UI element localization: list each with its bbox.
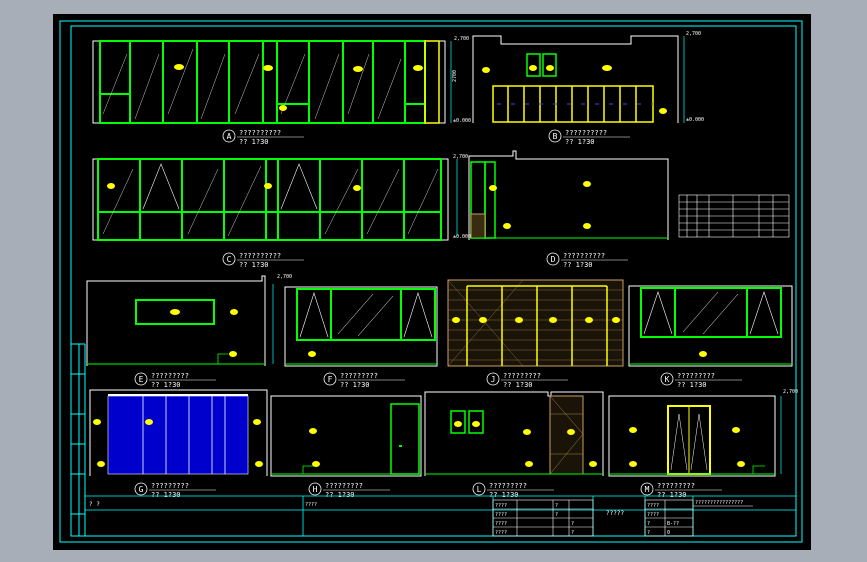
view-title: ?????????? xyxy=(239,252,281,260)
title-block-cell-text: ? xyxy=(571,521,574,527)
view-label-circle xyxy=(546,252,560,266)
title-block-cell-text: 0 xyxy=(667,530,670,536)
svg-text:±0.000: ±0.000 xyxy=(453,234,471,240)
view-label-letter: L xyxy=(477,485,482,494)
view-title: ?????????? xyxy=(563,252,605,260)
view-label-letter: G xyxy=(139,485,144,494)
title-block-cell-text: ???? xyxy=(495,521,507,527)
tb-left-label: ? ? xyxy=(89,501,100,508)
view-label-circle xyxy=(308,482,322,496)
title-block-cell-text: ? xyxy=(555,512,558,518)
view-scale: ?? 1?30 xyxy=(340,381,370,389)
view-title: ????????? xyxy=(677,372,715,380)
outer-border xyxy=(59,20,803,543)
elevation-F[interactable] xyxy=(284,286,438,367)
view-title: ????????? xyxy=(325,482,363,490)
view-label-letter: A xyxy=(227,132,232,141)
view-scale: ?? 1?30 xyxy=(239,138,269,146)
cad-drawing-canvas: 2,700 ±0.000 2700 2,700 ±0.000 xyxy=(59,20,803,543)
view-title: ????????? xyxy=(489,482,527,490)
title-block-cell-text: ???? xyxy=(495,512,507,518)
view-label-circle xyxy=(323,372,337,386)
dim-b-top: 2,700 xyxy=(686,31,701,37)
view-label-circle xyxy=(486,372,500,386)
svg-text:2,700: 2,700 xyxy=(453,154,468,160)
view-label-circle xyxy=(548,129,562,143)
view-title: ????????? xyxy=(503,372,541,380)
view-scale: ?? 1?30 xyxy=(503,381,533,389)
elevation-M[interactable]: 2,700 xyxy=(608,389,798,477)
view-label-circle xyxy=(222,129,236,143)
view-scale: ?? 1?30 xyxy=(151,381,181,389)
view-scale: ?? 1?30 xyxy=(489,491,519,499)
title-block-cell-text: ? xyxy=(571,530,574,536)
view-title: ????????? xyxy=(340,372,378,380)
view-label-circle xyxy=(472,482,486,496)
tb-right-long: ???????????????? xyxy=(695,500,743,506)
view-label-letter: D xyxy=(551,255,556,264)
tb-drawing-name: ????? xyxy=(606,510,624,517)
view-label-letter: M xyxy=(645,485,650,494)
title-block-cell-text: ? xyxy=(555,503,558,509)
view-scale: ?? 1?30 xyxy=(239,261,269,269)
view-label-letter: C xyxy=(227,255,232,264)
view-scale: ?? 1?30 xyxy=(677,381,707,389)
dim-b-bottom: ±0.000 xyxy=(686,117,704,123)
elevation-J[interactable] xyxy=(447,279,624,367)
elevation-G[interactable] xyxy=(89,389,268,476)
elevation-B[interactable]: 2,700 ±0.000 xyxy=(472,31,704,123)
svg-text:2,700: 2,700 xyxy=(277,274,292,280)
material-table xyxy=(678,194,790,238)
title-block-cell-text: ???? xyxy=(495,503,507,509)
view-scale: ?? 1?30 xyxy=(325,491,355,499)
dim-a-bottom: ±0.000 xyxy=(453,118,471,124)
view-title: ????????? xyxy=(151,482,189,490)
view-title: ?????????? xyxy=(565,129,607,137)
cad-viewport[interactable]: 2,700 ±0.000 2700 2,700 ±0.000 xyxy=(53,14,811,550)
view-scale: ?? 1?30 xyxy=(565,138,595,146)
view-label-circle xyxy=(134,372,148,386)
tb-mid-label: ???? xyxy=(305,502,317,508)
view-label-letter: B xyxy=(553,132,558,141)
view-label-letter: F xyxy=(328,375,333,384)
title-block xyxy=(85,495,796,536)
title-block-grid xyxy=(492,499,753,537)
dim-a-top: 2,700 xyxy=(454,36,469,42)
elevation-D[interactable]: 2,700 ±0.000 xyxy=(453,150,669,240)
view-label-letter: K xyxy=(665,375,670,384)
view-labels: A???????????? 1?30B???????????? 1?30C???… xyxy=(134,129,742,499)
elevation-L[interactable] xyxy=(424,391,604,476)
view-scale: ?? 1?30 xyxy=(151,491,181,499)
title-block-cell-text: ???? xyxy=(647,503,659,509)
view-label-circle xyxy=(222,252,236,266)
title-block-cell-text: B-?? xyxy=(667,521,679,527)
view-label-circle xyxy=(640,482,654,496)
title-block-cell-text: ???? xyxy=(647,512,659,518)
dim-a-height: 2700 xyxy=(452,70,458,82)
title-block-cells: ??????????????????????????????B-??0 xyxy=(495,503,679,536)
title-block-cell-text: ???? xyxy=(495,530,507,536)
title-block-cell-text: ? xyxy=(647,530,650,536)
view-label-letter: J xyxy=(491,375,496,384)
elevation-H[interactable] xyxy=(270,395,422,477)
elevation-E[interactable]: 2,700 xyxy=(86,274,292,366)
inner-border xyxy=(70,25,797,537)
title-block-cell-text: ? xyxy=(647,521,650,527)
view-title: ????????? xyxy=(151,372,189,380)
view-label-circle xyxy=(660,372,674,386)
view-title: ????????? xyxy=(657,482,695,490)
elevation-A[interactable]: 2,700 ±0.000 2700 xyxy=(92,36,471,124)
view-label-letter: H xyxy=(313,485,318,494)
svg-text:2,700: 2,700 xyxy=(783,389,798,395)
view-title: ?????????? xyxy=(239,129,281,137)
elevation-K[interactable] xyxy=(628,285,793,367)
elevation-C[interactable] xyxy=(92,158,449,241)
view-scale: ?? 1?30 xyxy=(563,261,593,269)
view-label-circle xyxy=(134,482,148,496)
view-scale: ?? 1?30 xyxy=(657,491,687,499)
view-label-letter: E xyxy=(139,375,144,384)
